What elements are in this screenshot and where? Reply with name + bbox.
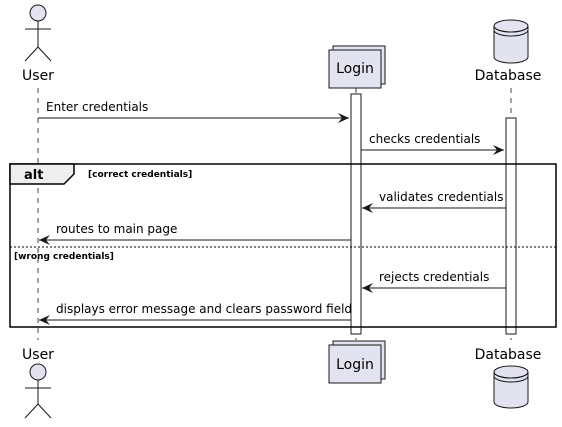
stick-figure-icon — [24, 4, 52, 62]
user-label-bottom: User — [22, 347, 54, 363]
stacked-box-icon — [328, 340, 386, 384]
alt-frame: alt [correct credentials] [wrong credent… — [9, 163, 557, 328]
message-label-2: checks credentials — [369, 132, 480, 146]
alt-guard-correct: [correct credentials] — [88, 170, 192, 180]
login-activation-bar — [350, 93, 362, 335]
login-label-top: Login — [336, 61, 374, 77]
stick-figure-icon — [24, 363, 52, 419]
login-participant-bottom: Login — [328, 340, 386, 384]
user-label-top: User — [22, 68, 54, 84]
messages: Enter credentials checks credentials val… — [38, 100, 506, 325]
alt-keyword: alt — [24, 168, 43, 183]
database-cylinder-icon — [493, 365, 529, 409]
message-label-4: routes to main page — [56, 222, 177, 236]
alt-guard-wrong: [wrong credentials] — [14, 252, 114, 262]
alt-frame-tab — [9, 163, 75, 185]
alt-frame-border — [9, 163, 557, 328]
database-activation-bar — [505, 117, 517, 335]
database-cylinder-icon — [493, 19, 529, 64]
login-participant-top: Login — [328, 45, 386, 89]
login-label-bottom: Login — [336, 357, 374, 373]
database-label-bottom: Database — [475, 347, 542, 363]
user-actor-bottom: User — [22, 347, 54, 419]
user-actor-top: User — [22, 4, 54, 84]
activation-bars — [350, 93, 517, 335]
message-label-6: displays error message and clears passwo… — [56, 302, 352, 316]
message-label-5: rejects credentials — [379, 270, 489, 284]
message-label-3: validates credentials — [379, 190, 503, 204]
database-participant-top: Database — [475, 19, 542, 84]
database-label-top: Database — [475, 68, 542, 84]
stacked-box-icon — [328, 45, 386, 89]
message-label-1: Enter credentials — [46, 100, 148, 114]
database-participant-bottom: Database — [475, 347, 542, 409]
